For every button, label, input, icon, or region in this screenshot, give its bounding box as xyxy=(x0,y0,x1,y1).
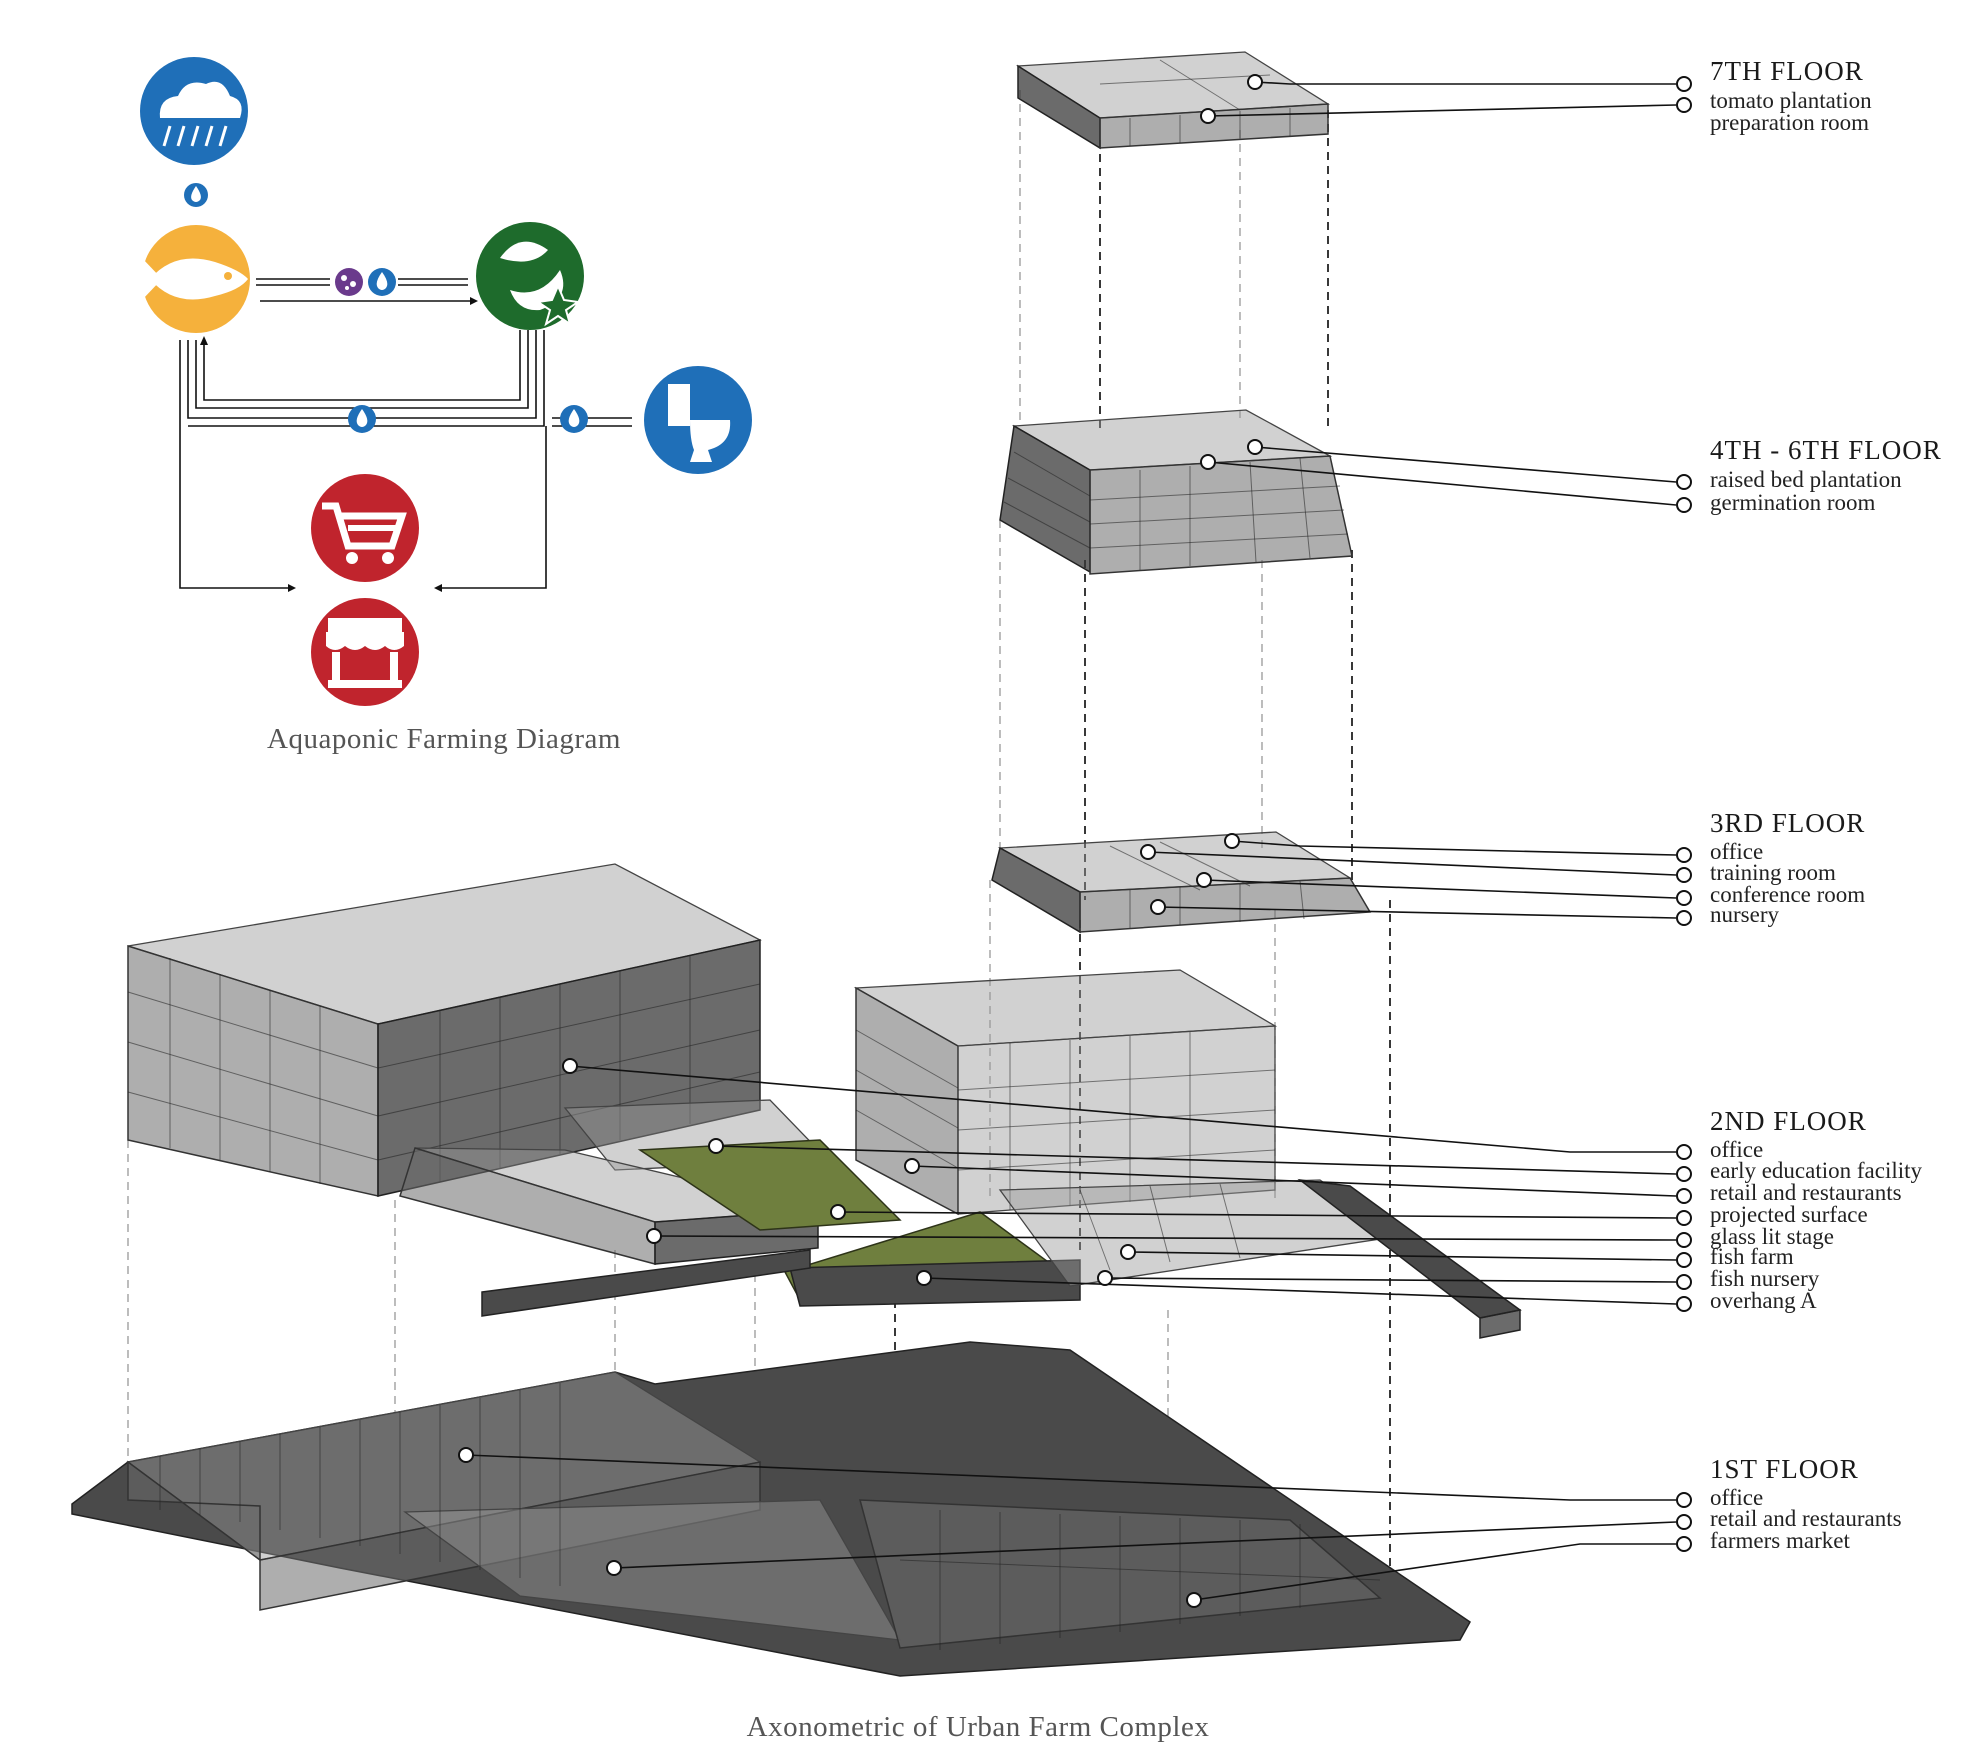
fish-icon xyxy=(142,225,250,333)
floor-legend: 7TH FLOOR tomato plantation preparation … xyxy=(1710,56,1942,1553)
floor-3-item: conference room xyxy=(1710,882,1865,907)
axonometric-caption: Axonometric of Urban Farm Complex xyxy=(747,1711,1210,1743)
floor-2-item: fish nursery xyxy=(1710,1266,1820,1291)
leader-lines xyxy=(458,74,1692,1608)
floor-2-item: fish farm xyxy=(1710,1244,1794,1269)
leader-anchor-dots xyxy=(458,74,1263,1608)
water-drop-icon xyxy=(348,405,376,433)
floor-3-item: training room xyxy=(1710,860,1836,885)
floor-title-4-6: 4TH - 6TH FLOOR xyxy=(1710,435,1942,465)
floor-4-6-model xyxy=(999,409,1353,575)
floor-1-item: retail and restaurants xyxy=(1710,1506,1902,1531)
school-block-model xyxy=(853,969,1278,1216)
toilet-icon xyxy=(644,366,752,474)
floor-1-model xyxy=(71,1341,1471,1677)
floor-7-item: tomato plantation xyxy=(1710,88,1872,113)
shopping-cart-icon xyxy=(311,474,419,582)
floor-3-model xyxy=(991,831,1372,934)
floor-4-6-item: germination room xyxy=(1710,490,1876,515)
floor-3-item: office xyxy=(1710,839,1763,864)
water-drop-icon xyxy=(560,405,588,433)
floor-7-model xyxy=(1015,51,1331,150)
floor-title-7: 7TH FLOOR xyxy=(1710,56,1864,86)
leader-end-markers xyxy=(1676,76,1692,1552)
floor-2-item: projected surface xyxy=(1710,1202,1868,1227)
market-stall-icon xyxy=(311,598,419,706)
nutrient-icon xyxy=(335,268,363,296)
floor-4-6-item: raised bed plantation xyxy=(1710,467,1902,492)
floor-2-item: glass lit stage xyxy=(1710,1224,1834,1249)
floor-2-item: office xyxy=(1710,1137,1763,1162)
water-drop-icon xyxy=(368,268,396,296)
aquaponic-diagram-caption: Aquaponic Farming Diagram xyxy=(267,723,621,755)
floor-1-item: office xyxy=(1710,1485,1763,1510)
floor-1-item: farmers market xyxy=(1710,1528,1850,1553)
plants-icon xyxy=(476,222,584,330)
projection-lines xyxy=(127,90,1391,1580)
floor-title-2: 2ND FLOOR xyxy=(1710,1106,1867,1136)
aquaponic-diagram: Aquaponic Farming Diagram xyxy=(140,57,752,755)
floor-7-item: preparation room xyxy=(1710,110,1869,135)
floor-title-3: 3RD FLOOR xyxy=(1710,808,1865,838)
floor-3-item: nursery xyxy=(1710,902,1779,927)
floor-title-1: 1ST FLOOR xyxy=(1710,1454,1859,1484)
water-drop-icon xyxy=(184,183,208,207)
floor-2-item: overhang A xyxy=(1710,1288,1817,1313)
floor-2-item: early education facility xyxy=(1710,1158,1923,1183)
floor-2-item: retail and restaurants xyxy=(1710,1180,1902,1205)
rain-cloud-icon xyxy=(140,57,248,165)
